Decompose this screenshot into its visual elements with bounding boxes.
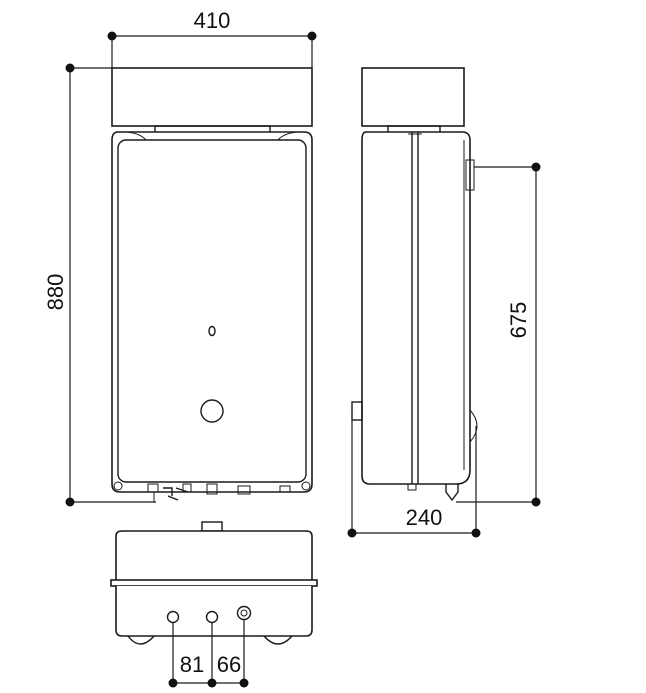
front-bottom-foot-right — [301, 481, 311, 491]
bottom-lower-body — [115, 586, 313, 637]
dimension-depth: 240 — [347, 420, 481, 538]
bottom-knob-tab — [201, 521, 223, 532]
bottom-foot-left — [127, 635, 155, 645]
side-casing — [361, 131, 471, 485]
dimension-height: 880 — [43, 63, 156, 507]
side-gas-fitting — [445, 484, 459, 502]
side-bottom-bulge — [469, 409, 478, 443]
side-top-bracket — [465, 159, 475, 191]
side-flue-hood — [361, 67, 465, 127]
side-fitting-1 — [407, 483, 417, 491]
dimension-height-dot-top — [65, 63, 75, 73]
dimension-pipe-spacing-left-label: 81 — [180, 652, 204, 677]
side-view — [351, 67, 478, 502]
front-fitting-1 — [147, 483, 159, 493]
dimension-pipe-spacing: 81 66 — [168, 620, 249, 688]
front-flame-window — [208, 325, 216, 337]
bottom-flange — [110, 579, 318, 587]
bottom-pipe-hot-water — [236, 605, 252, 621]
dimension-side-height-dot-top — [531, 162, 541, 172]
front-control-knob — [200, 399, 224, 423]
front-gas-valve — [163, 487, 189, 501]
front-fitting-2 — [182, 483, 192, 493]
dimension-depth-dot-left — [347, 528, 357, 538]
front-outer-casing — [111, 131, 313, 493]
dimension-height-dot-bottom — [65, 497, 75, 507]
bottom-view — [110, 521, 318, 645]
dimension-pipe-dot-3 — [239, 678, 249, 688]
bottom-upper-body — [115, 530, 313, 580]
dimension-depth-dot-right — [471, 528, 481, 538]
dimension-side-height: 675 — [456, 162, 541, 507]
dimension-pipe-dot-1 — [168, 678, 178, 688]
dimension-depth-label: 240 — [406, 505, 443, 530]
front-top-notch-right — [277, 131, 299, 141]
dimension-width-dot-right — [307, 31, 317, 41]
dimension-side-height-dot-bottom — [531, 497, 541, 507]
front-fitting-4 — [237, 485, 251, 495]
dimension-width-dot-left — [107, 31, 117, 41]
side-control-knob — [351, 401, 363, 421]
front-fitting-5 — [279, 485, 291, 493]
front-top-notch-left — [125, 131, 147, 141]
front-flue-hood — [111, 67, 313, 127]
front-fitting-3 — [206, 483, 218, 495]
bottom-foot-right — [263, 635, 293, 645]
dimension-width: 410 — [107, 8, 317, 68]
dimension-pipe-dot-2 — [207, 678, 217, 688]
bottom-pipe-hot-water-inner — [240, 609, 248, 617]
dimension-side-height-label: 675 — [506, 302, 531, 339]
dimension-pipe-spacing-right-label: 66 — [217, 652, 241, 677]
front-bottom-foot-left — [113, 481, 123, 491]
dimension-width-label: 410 — [194, 8, 231, 33]
bottom-pipe-cold-water — [166, 610, 180, 624]
front-view — [111, 67, 313, 502]
bottom-pipe-gas — [205, 610, 219, 624]
dimension-height-label: 880 — [43, 274, 68, 311]
